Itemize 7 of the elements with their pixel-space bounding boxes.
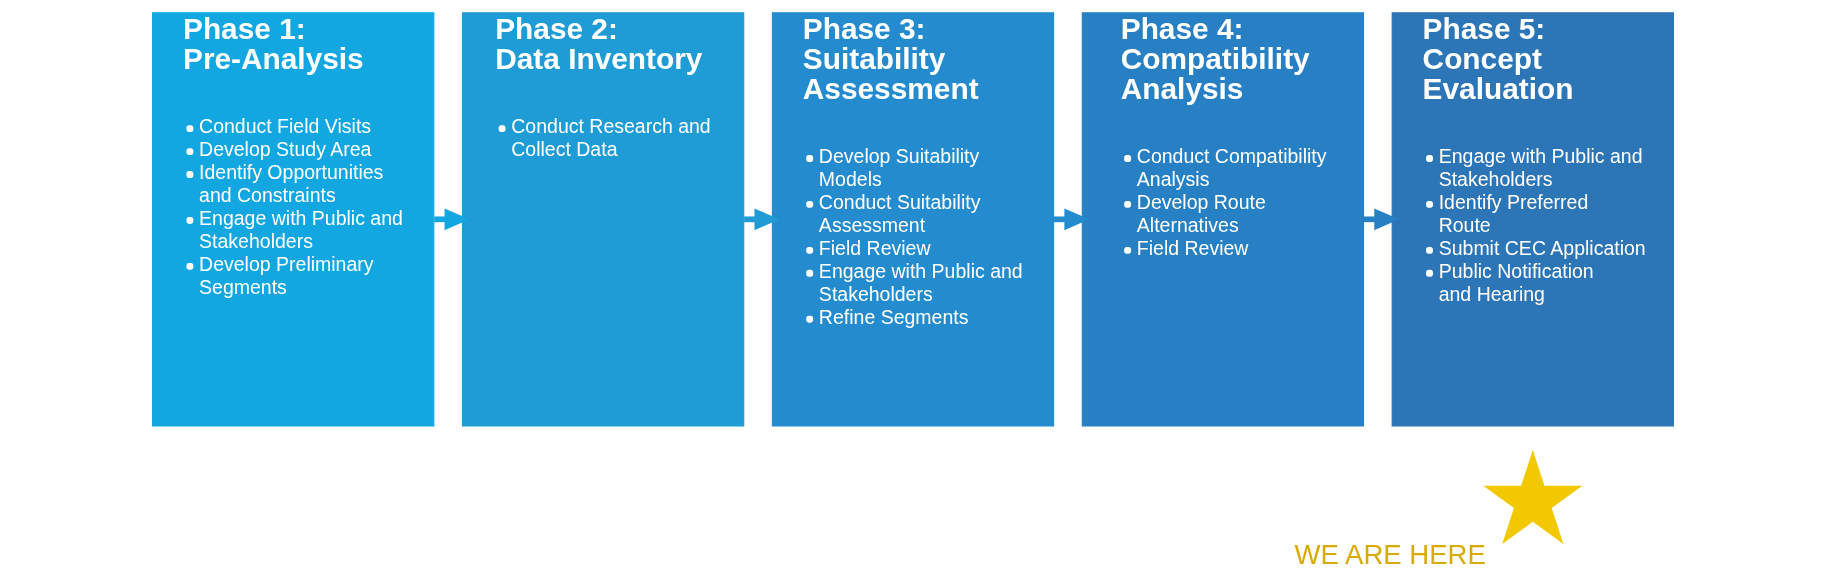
node-label: WE ARE HERE [1294,539,1486,571]
node-box: Phase 2: Data Inventory Conduct Research and Collect Data [461,12,745,427]
node-box: Phase 1: Pre-Analysis Conduct Field Visits Develop Study Area Identify Opportunities and Constraints Engage with Public and Stakeholders Develop Preliminary Segments [152,12,435,427]
node-box: Phase 3: Suitability Assessment Develop Suitability Models Conduct Suitability Assessment Field Review Engage with Public and Stakeholders Refine Segments [771,12,1055,427]
node-box: Phase 4: Compatibility Analysis Conduct Compatibility Analysis Develop Route Alternatives Field Review [1081,12,1365,427]
node-box: Phase 5: Concept Evaluation Engage with Public and Stakeholders Identify Preferred Route Submit CEC Application Public Notification and Hearing [1391,12,1674,427]
node-star [1483,449,1583,544]
